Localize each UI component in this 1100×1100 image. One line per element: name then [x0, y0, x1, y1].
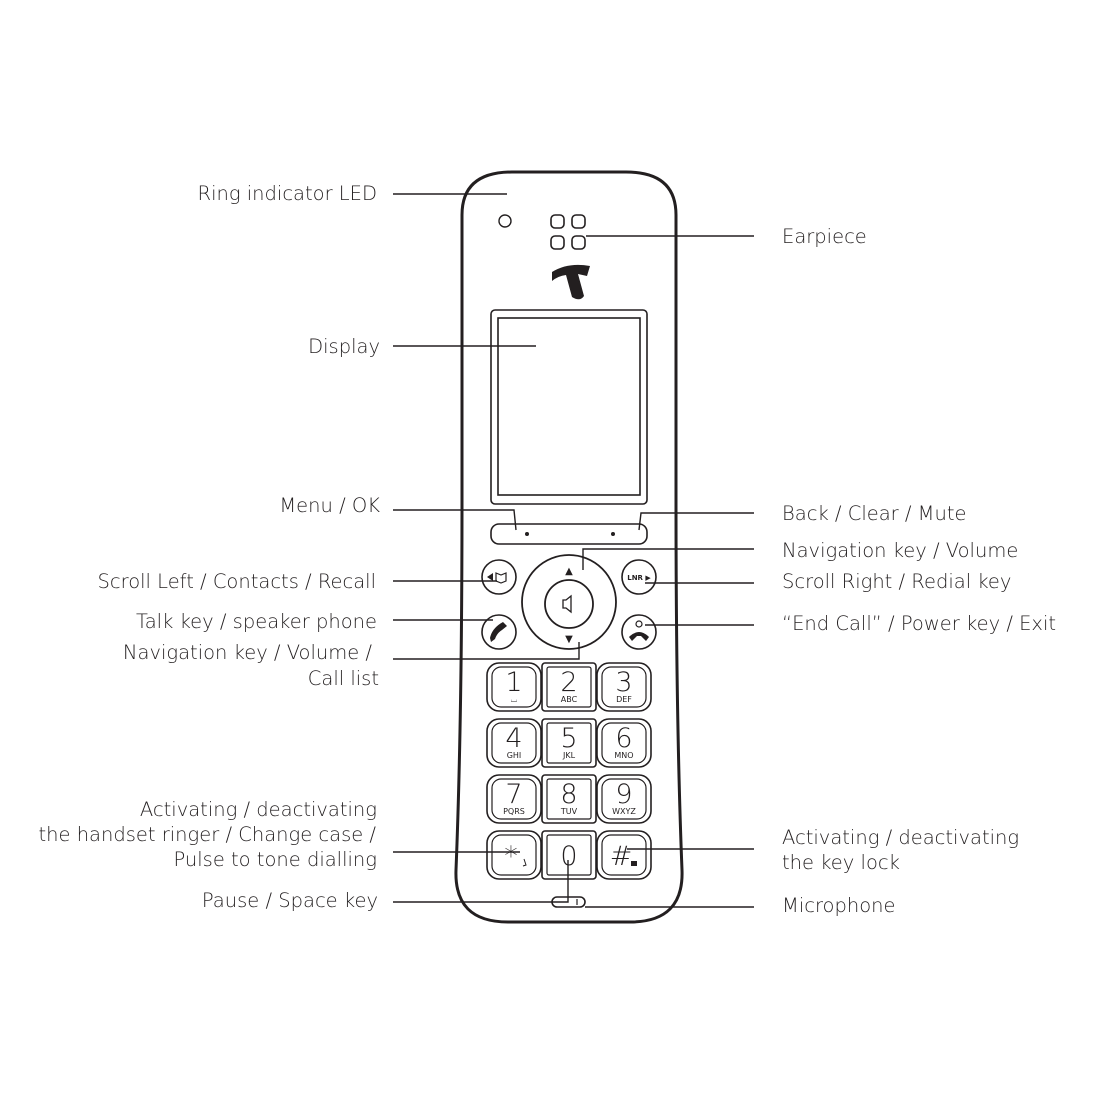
ringer-icon [522, 858, 527, 867]
end-call-key[interactable] [621, 614, 657, 650]
soft-keys[interactable] [490, 523, 648, 545]
key-letters: JKL [562, 751, 576, 760]
label-ringer-line2: the handset ringer / Change case / [39, 823, 377, 846]
key-number: 2 [560, 667, 577, 698]
key-number: * [504, 841, 518, 872]
label-display: Display [308, 335, 380, 358]
key-number: 7 [505, 779, 522, 810]
label-end-call: “End Call” / Power key / Exit [782, 612, 1056, 635]
key-letters: MNO [614, 751, 633, 760]
label-back: Back / Clear / Mute [782, 502, 967, 525]
ring-indicator-led [498, 214, 512, 228]
label-microphone: Microphone [782, 894, 896, 917]
key-letters: ⌴ [511, 695, 517, 704]
book-icon [495, 572, 507, 584]
key-letters: TUV [560, 807, 578, 816]
key-number: 0 [560, 841, 577, 872]
key-letters: PQRS [503, 807, 525, 816]
key-0[interactable]: 0 [541, 830, 597, 880]
earpiece-grille [550, 214, 586, 250]
label-menu-ok: Menu / OK [279, 494, 380, 517]
key-number: 9 [615, 779, 632, 810]
labels-right: Earpiece Back / Clear / Mute Navigation … [782, 225, 1056, 917]
key-number: 6 [615, 723, 632, 754]
label-scroll-left: Scroll Left / Contacts / Recall [98, 570, 376, 593]
svg-text:LNR ▶: LNR ▶ [627, 574, 651, 582]
key-number: # [610, 841, 633, 872]
label-keylock-line1: Activating / deactivating [782, 826, 1019, 849]
labels-left: Ring indicator LED Display Menu / OK Scr… [39, 182, 381, 912]
display-screen [497, 317, 641, 496]
key-hash[interactable]: # [596, 830, 652, 880]
label-ringer-line3: Pulse to tone dialling [173, 848, 377, 871]
key-1[interactable]: 1⌴ [486, 662, 542, 712]
label-pause: Pause / Space key [202, 889, 378, 912]
key-number: 8 [560, 779, 577, 810]
leader-lines-left [393, 193, 580, 903]
key-number: 4 [505, 723, 522, 754]
label-earpiece: Earpiece [782, 225, 867, 248]
label-scroll-right: Scroll Right / Redial key [782, 570, 1011, 593]
handset-body [454, 170, 684, 924]
phone-handset-icon [490, 622, 507, 642]
label-ring-led: Ring indicator LED [198, 182, 377, 205]
navigation-key[interactable]: ▲ ▼ [521, 554, 617, 650]
display-bezel [490, 309, 648, 505]
key-number: 3 [615, 667, 632, 698]
hang-up-icon [629, 632, 649, 641]
key-number: 1 [505, 667, 522, 698]
label-nav-volume: Navigation key / Volume [782, 539, 1018, 562]
nav-up-arrow: ▲ [565, 566, 573, 577]
key-letters: GHI [507, 751, 522, 760]
telstra-logo-icon [552, 264, 590, 300]
label-keylock-line2: the key lock [782, 851, 900, 874]
talk-key[interactable] [481, 614, 517, 650]
leader-lines-right [582, 235, 754, 908]
redial-key[interactable]: LNR ▶ [621, 559, 657, 595]
label-nav-call-list-line1: Navigation key / Volume / [123, 641, 373, 664]
key-letters: WXYZ [612, 807, 636, 816]
key-number: 5 [560, 723, 577, 754]
lock-icon [631, 861, 637, 866]
key-star[interactable]: * [486, 830, 542, 880]
nav-down-arrow: ▼ [565, 634, 573, 645]
key-letters: ABC [561, 695, 578, 704]
label-ringer-line1: Activating / deactivating [140, 798, 377, 821]
label-nav-call-list-line2: Call list [308, 667, 379, 690]
speaker-icon [562, 594, 572, 614]
label-talk: Talk key / speaker phone [136, 610, 377, 633]
contacts-key[interactable] [481, 559, 517, 595]
key-letters: DEF [616, 695, 632, 704]
